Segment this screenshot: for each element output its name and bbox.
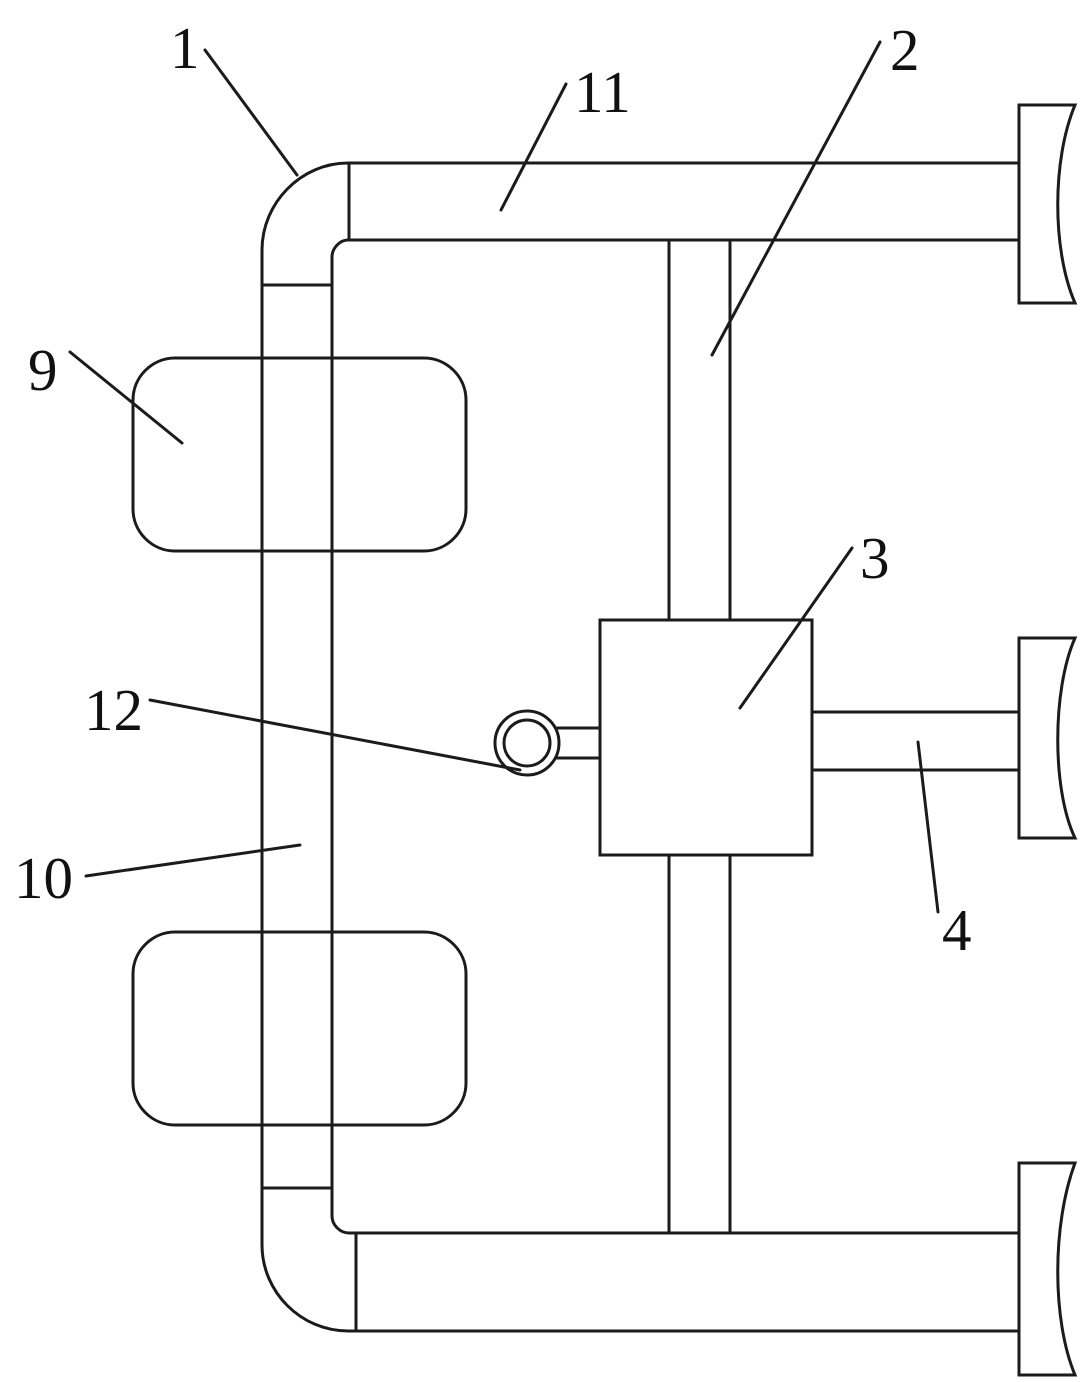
leader-9: [68, 350, 184, 445]
leader-lines: [68, 40, 940, 914]
flange-top: [1017, 103, 1078, 305]
upper-elbow: [260, 161, 351, 285]
reference-label-2: 2: [890, 17, 920, 83]
reference-label-9: 9: [28, 337, 58, 403]
reference-label-11: 11: [574, 59, 631, 125]
leader-11: [499, 82, 568, 212]
leader-3: [738, 546, 854, 710]
reference-label-3: 3: [860, 525, 890, 591]
upper-rounded-clamp: [131, 356, 468, 553]
leader-2: [710, 40, 882, 357]
leader-4: [916, 740, 940, 914]
reference-label-1: 1: [170, 15, 200, 81]
central-housing-block: [598, 618, 814, 857]
lower-elbow: [260, 1186, 358, 1333]
leader-12: [148, 698, 522, 772]
flange-bottom: [1017, 1161, 1078, 1377]
middle-branch-arm: [812, 710, 1019, 772]
flange-middle: [1017, 636, 1078, 840]
reference-label-4: 4: [942, 897, 972, 963]
reference-label-10: 10: [14, 845, 73, 911]
reference-numerals: 1 2 11 9 3 12 10 4: [14, 15, 972, 963]
reference-label-12: 12: [84, 677, 143, 743]
ring-connector: [493, 709, 561, 777]
leader-1: [203, 48, 299, 177]
lower-horizontal-pipe: [356, 1231, 1019, 1333]
upper-horizontal-pipe: [349, 161, 1019, 242]
ring-stub: [551, 726, 600, 760]
leader-10: [84, 843, 302, 878]
lower-rounded-clamp: [131, 930, 468, 1127]
